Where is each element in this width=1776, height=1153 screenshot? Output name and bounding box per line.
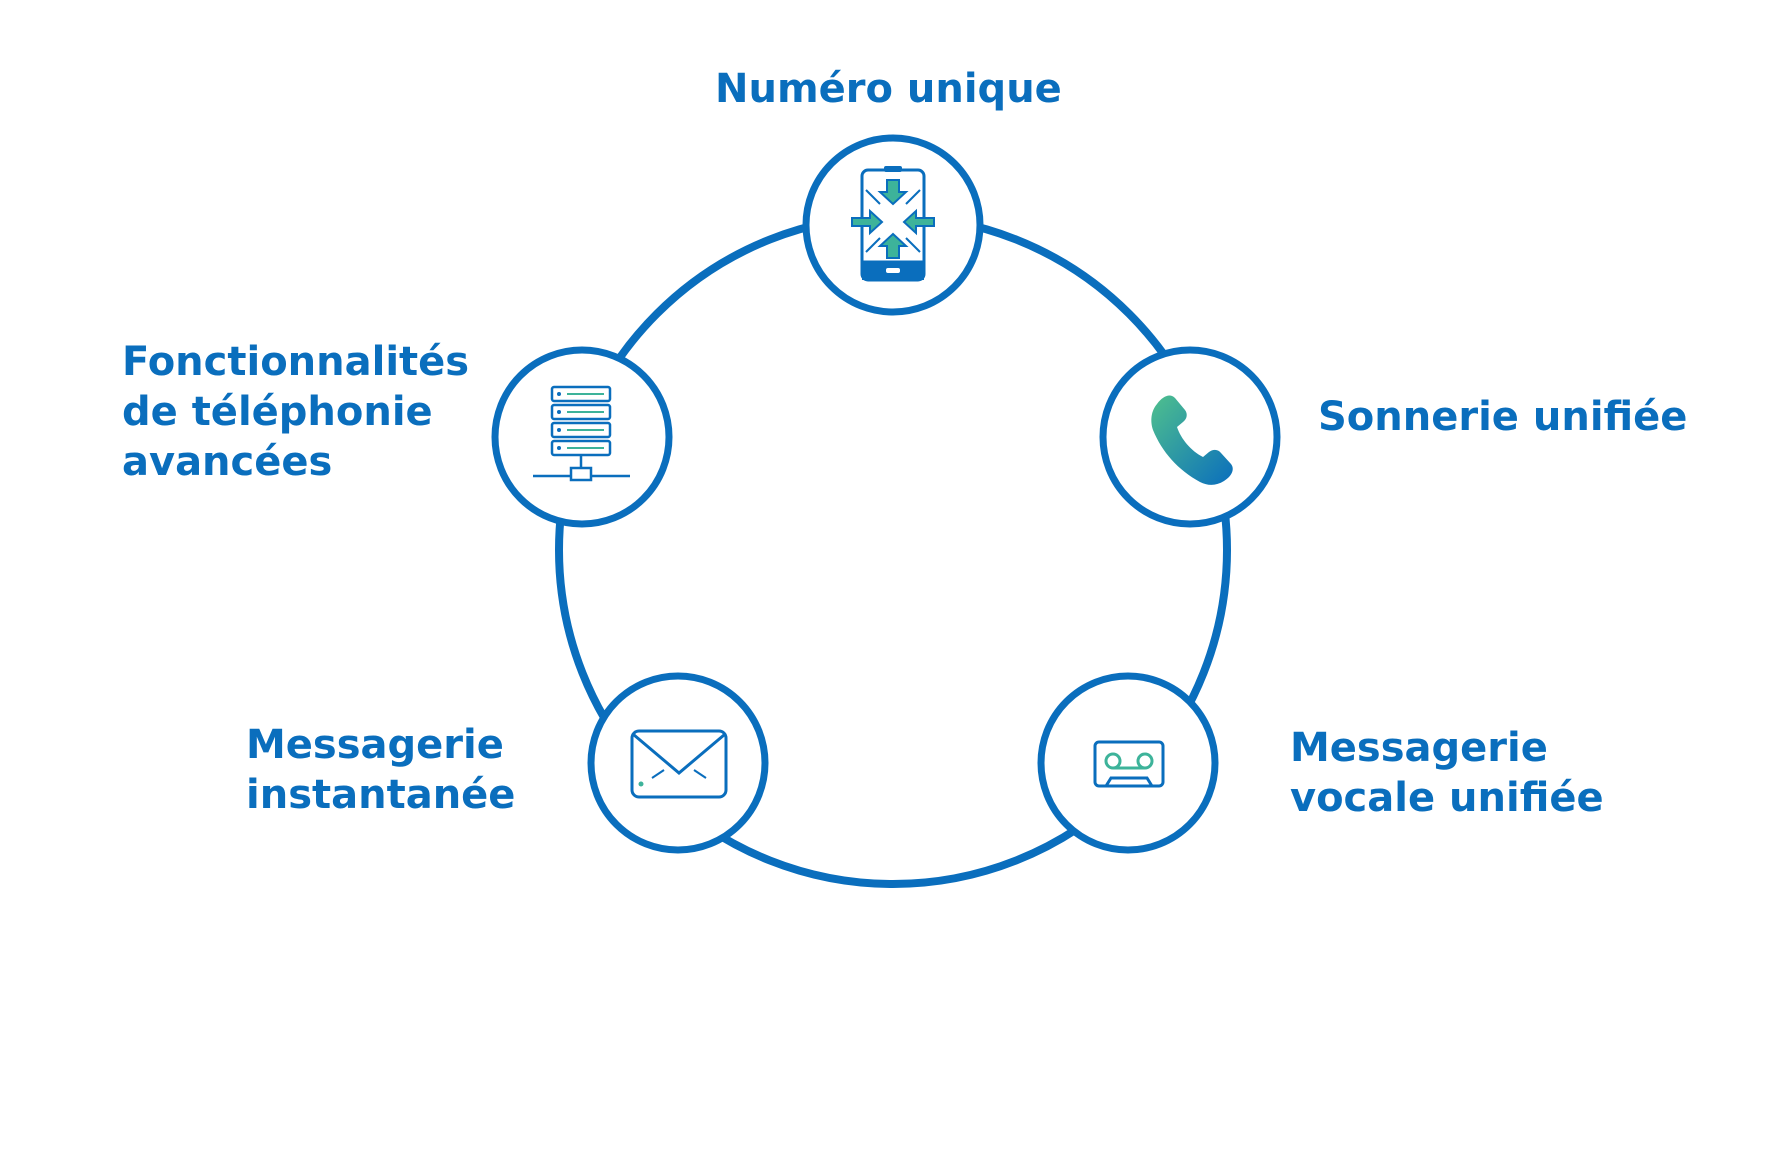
label-line: Messagerie: [246, 722, 504, 768]
label-line: Numéro unique: [715, 66, 1062, 112]
node-sonnerie-unifiee: [1099, 346, 1281, 528]
node-messagerie-instantanee: [587, 672, 769, 854]
voicemail-icon: [1093, 740, 1165, 788]
label-line: de téléphonie: [122, 389, 433, 435]
mobile-phone-arrows-icon: [851, 166, 935, 282]
label-fonctionnalites-telephonie: Fonctionnalités de téléphonie avancées: [122, 337, 469, 487]
envelope-icon: [630, 729, 728, 799]
label-messagerie-vocale-unifiee: Messagerie vocale unifiée: [1290, 723, 1604, 823]
label-numero-unique: Numéro unique: [715, 64, 1062, 114]
label-line: Fonctionnalités: [122, 339, 470, 385]
label-messagerie-instantanee: Messagerie instantanée: [246, 720, 515, 820]
label-line: instantanée: [246, 772, 516, 818]
node-numero-unique: [802, 134, 984, 316]
server-network-icon: [533, 385, 630, 482]
label-line: Sonnerie unifiée: [1318, 394, 1688, 440]
label-sonnerie-unifiee: Sonnerie unifiée: [1318, 392, 1687, 442]
node-messagerie-vocale-unifiee: [1037, 672, 1219, 854]
label-line: vocale unifiée: [1290, 775, 1604, 821]
node-fonctionnalites-telephonie: [491, 346, 673, 528]
label-line: Messagerie: [1290, 725, 1548, 771]
phone-handset-icon: [1151, 395, 1233, 485]
label-line: avancées: [122, 439, 333, 485]
